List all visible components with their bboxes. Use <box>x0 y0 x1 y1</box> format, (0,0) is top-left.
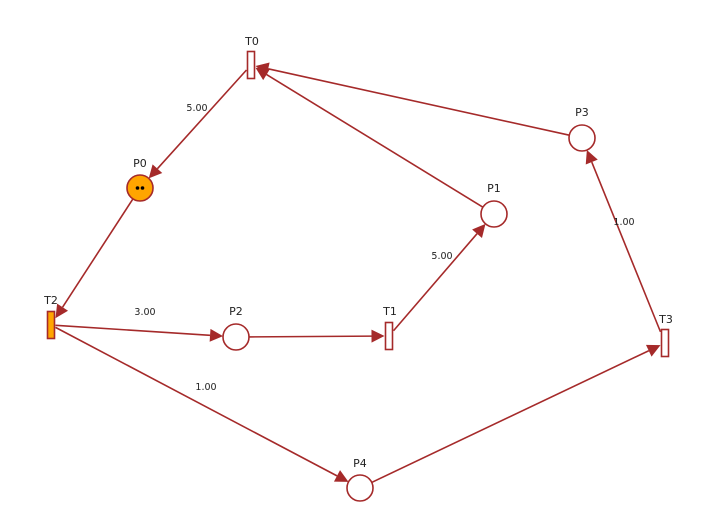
transition-bar <box>46 310 56 340</box>
arc-t1-p1[interactable] <box>392 223 486 332</box>
place-p3[interactable] <box>568 124 596 152</box>
arc-weight-label: 1.00 <box>195 382 216 393</box>
arc-arrowhead <box>645 344 661 357</box>
transition-t0[interactable] <box>246 50 256 80</box>
transition-t3[interactable] <box>660 328 670 358</box>
place-circle <box>126 174 154 202</box>
arc-arrowhead <box>55 303 69 319</box>
transition-label: T2 <box>43 294 58 307</box>
place-label: P3 <box>575 106 589 119</box>
place-label: P4 <box>353 457 367 470</box>
arc-weight-label: 5.00 <box>186 103 207 114</box>
token-dot <box>140 186 145 190</box>
arcs-layer <box>55 62 662 484</box>
place-p0[interactable] <box>126 174 154 202</box>
transition-t2[interactable] <box>46 310 56 340</box>
arc-weight-label: 5.00 <box>431 251 452 262</box>
arc-line <box>266 73 484 208</box>
arc-arrowhead <box>371 329 385 343</box>
token-dot <box>135 186 140 190</box>
arc-line <box>55 326 338 477</box>
arc-t0-p0[interactable] <box>148 69 248 179</box>
place-label: P1 <box>487 182 501 195</box>
place-circle <box>568 124 596 152</box>
place-circle <box>480 200 508 228</box>
transition-label: T3 <box>658 313 673 326</box>
arc-weight-label: 3.00 <box>134 307 155 318</box>
arc-line <box>248 335 372 338</box>
arc-line <box>61 198 134 308</box>
arc-line <box>591 161 662 333</box>
arc-t2-p4[interactable] <box>55 326 349 482</box>
transition-bar <box>660 328 670 358</box>
arc-line <box>371 349 650 484</box>
transition-t1[interactable] <box>384 321 394 351</box>
arc-t3-p3[interactable] <box>585 150 662 333</box>
place-circle <box>346 474 374 502</box>
arc-arrowhead <box>472 223 486 238</box>
arc-p1-t0[interactable] <box>255 67 484 208</box>
arc-arrowhead <box>255 62 270 76</box>
arc-line <box>392 233 478 332</box>
transition-bar <box>246 50 256 80</box>
arc-line <box>156 69 248 170</box>
nodes-layer <box>46 50 670 502</box>
arc-p2-t1[interactable] <box>248 329 385 343</box>
arc-line <box>55 324 211 337</box>
arc-p3-t0[interactable] <box>255 62 570 136</box>
transition-bar <box>384 321 394 351</box>
place-label: P0 <box>133 157 147 170</box>
arc-arrowhead <box>333 470 349 482</box>
arc-p4-t3[interactable] <box>371 344 661 484</box>
place-p4[interactable] <box>346 474 374 502</box>
place-p1[interactable] <box>480 200 508 228</box>
arc-p0-t2[interactable] <box>55 198 134 319</box>
arc-line <box>268 68 570 136</box>
place-circle <box>222 323 250 351</box>
place-label: P2 <box>229 305 243 318</box>
place-p2[interactable] <box>222 323 250 351</box>
arc-weight-label: 1.00 <box>613 217 634 228</box>
transition-label: T0 <box>244 35 259 48</box>
arc-arrowhead <box>585 150 598 165</box>
arc-t2-p2[interactable] <box>55 324 224 342</box>
arc-arrowhead <box>209 328 224 342</box>
arc-arrowhead <box>148 164 163 179</box>
transition-label: T1 <box>382 305 397 318</box>
